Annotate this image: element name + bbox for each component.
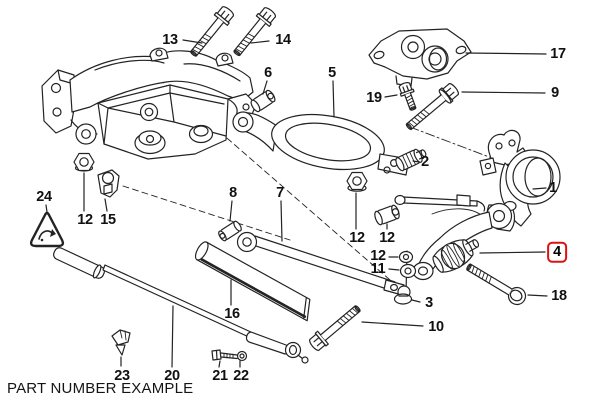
bushing-11-drawing — [401, 265, 416, 278]
callout-19[interactable]: 19 — [366, 89, 382, 106]
leader-14 — [251, 41, 269, 43]
leader-5 — [333, 81, 334, 117]
leader-lines — [46, 40, 547, 367]
callout-17[interactable]: 17 — [550, 45, 566, 62]
bolt-14-drawing — [230, 5, 278, 59]
wheel-carrier-1-drawing — [432, 130, 560, 247]
callout-12[interactable]: 12 — [370, 247, 386, 264]
bushing-12c-drawing — [373, 204, 401, 225]
callout-14[interactable]: 14 — [275, 31, 291, 48]
callout-6[interactable]: 6 — [264, 64, 272, 81]
leader-17 — [466, 53, 546, 54]
callout-1[interactable]: 1 — [549, 179, 557, 196]
callout-3[interactable]: 3 — [425, 294, 433, 311]
leader-1 — [533, 188, 546, 189]
bolt-18-drawing — [463, 259, 528, 308]
leader-6 — [263, 81, 267, 94]
bracket-15-drawing — [98, 170, 119, 197]
stabilizer-bar-20-drawing — [52, 245, 308, 363]
callout-21[interactable]: 21 — [212, 367, 228, 384]
callout-8[interactable]: 8 — [229, 184, 237, 201]
sleeve-16-drawing — [193, 240, 317, 321]
footer-label: PART NUMBER EXAMPLE — [7, 380, 194, 397]
callout-16[interactable]: 16 — [224, 305, 240, 322]
callout-12[interactable]: 12 — [379, 229, 395, 246]
callout-12[interactable]: 12 — [77, 211, 93, 228]
leader-10 — [362, 322, 423, 326]
bolt-19-drawing — [397, 81, 419, 112]
callout-15[interactable]: 15 — [100, 211, 116, 228]
callout-4-highlighted[interactable]: 4 — [547, 241, 567, 263]
callout-5[interactable]: 5 — [328, 64, 336, 81]
leader-7 — [281, 201, 282, 241]
callout-10[interactable]: 10 — [428, 318, 444, 335]
callout-20[interactable]: 20 — [164, 367, 180, 384]
bushing-8-drawing — [217, 220, 242, 242]
guide-rod-drawing — [395, 195, 485, 211]
clip-23-drawing — [112, 330, 130, 355]
washer-12d-drawing — [400, 252, 413, 263]
leader-2 — [413, 161, 419, 162]
leader-15 — [105, 199, 107, 211]
leader-3 — [412, 300, 420, 302]
callout-23[interactable]: 23 — [114, 367, 130, 384]
warning-triangle-24 — [31, 213, 63, 246]
bolt-10-drawing — [307, 301, 364, 352]
callout-11[interactable]: 11 — [370, 260, 386, 277]
bolt-13-drawing — [186, 4, 235, 60]
leader-9 — [462, 92, 545, 93]
bushing-4-drawing — [429, 231, 484, 277]
leader-13 — [183, 40, 202, 43]
upper-control-arm-5-drawing — [233, 106, 409, 177]
leader-4 — [480, 252, 545, 253]
callout-9[interactable]: 9 — [551, 84, 559, 101]
bushing-6-drawing — [249, 89, 276, 113]
leader-11 — [389, 269, 399, 270]
leader-19 — [385, 95, 397, 97]
balljoint-3-drawing — [395, 286, 412, 304]
leader-24 — [46, 205, 47, 212]
callout-7[interactable]: 7 — [276, 184, 284, 201]
callout-2[interactable]: 2 — [421, 153, 429, 170]
nut-12b-drawing — [347, 173, 367, 192]
bolt-9-drawing — [403, 81, 461, 134]
callout-24[interactable]: 24 — [36, 188, 52, 205]
callout-18[interactable]: 18 — [551, 287, 567, 304]
callout-13[interactable]: 13 — [162, 31, 178, 48]
leader-8 — [230, 201, 232, 221]
nut-22-drawing — [238, 352, 247, 361]
leader-20 — [172, 306, 173, 367]
callout-12[interactable]: 12 — [349, 229, 365, 246]
mount-bracket-17-drawing — [369, 29, 471, 86]
leader-18 — [528, 295, 547, 296]
axle-carrier-drawing — [42, 48, 256, 159]
bolt-21-drawing — [212, 350, 237, 360]
callout-22[interactable]: 22 — [233, 367, 249, 384]
bushing-2-drawing — [394, 146, 428, 172]
nut-12a-drawing — [74, 154, 94, 172]
leader-21 — [219, 361, 220, 367]
